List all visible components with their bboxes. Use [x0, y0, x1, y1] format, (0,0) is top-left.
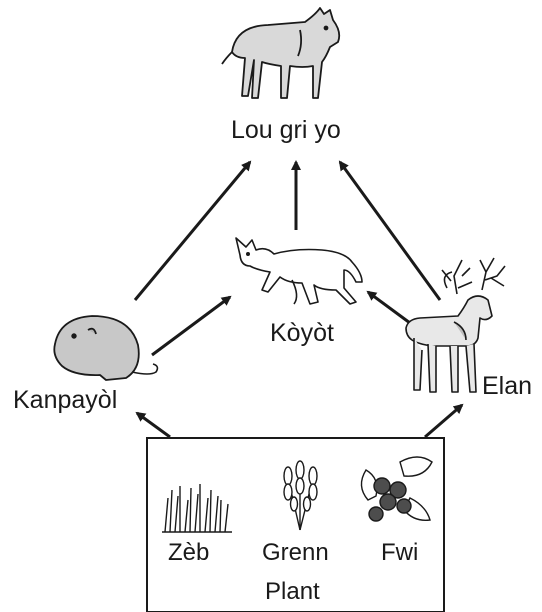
berries-icon	[360, 456, 433, 522]
arrows	[133, 160, 464, 439]
wolf-label: Lou gri yo	[231, 116, 341, 144]
grass-label: Zèb	[168, 539, 210, 566]
elk-label: Elan	[482, 372, 533, 400]
arrow-elk-to-wolf	[338, 160, 442, 301]
elk-icon	[405, 257, 506, 393]
wheat-icon	[283, 460, 318, 531]
producers-box	[146, 437, 445, 612]
coyote-icon	[235, 237, 363, 305]
coyote-label: Kòyòt	[270, 319, 334, 347]
fruit-label: Fwi	[381, 539, 419, 566]
wolf-icon	[221, 7, 341, 99]
arrow-elk-to-coyote	[366, 290, 411, 325]
grain-label-line1: Grenn	[262, 539, 329, 566]
arrow-plants-to-vole	[135, 411, 171, 439]
vole-label: Kanpayòl	[13, 386, 118, 414]
arrow-vole-to-coyote	[151, 295, 232, 357]
vole-icon	[53, 315, 159, 381]
arrow-plants-to-elk	[424, 403, 464, 439]
grass-icon	[162, 484, 232, 533]
arrow-vole-to-wolf	[133, 160, 252, 301]
grain-label-line2: Plant	[265, 578, 320, 605]
